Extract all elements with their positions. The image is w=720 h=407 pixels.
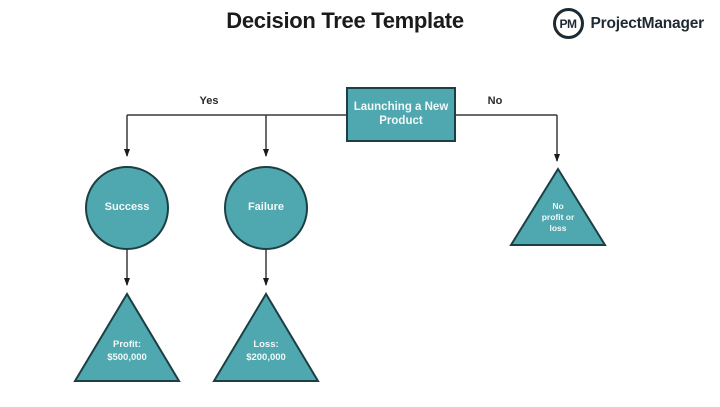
pm-logo-icon: PM (552, 8, 584, 39)
failure-node-shape (224, 166, 308, 250)
branch-label-yes: Yes (199, 95, 219, 107)
loss-outcome-shape (212, 292, 320, 382)
noprofit-outcome-shape (509, 167, 607, 246)
branch-label-no: No (487, 95, 503, 107)
decision-node-shape (346, 87, 456, 142)
profit-outcome-shape (73, 292, 181, 382)
success-node-shape (85, 166, 169, 250)
logo-wordmark: ProjectManager (590, 14, 705, 32)
projectmanager-logo: PM ProjectManager (552, 8, 705, 39)
page-title: Decision Tree Template (226, 8, 464, 33)
